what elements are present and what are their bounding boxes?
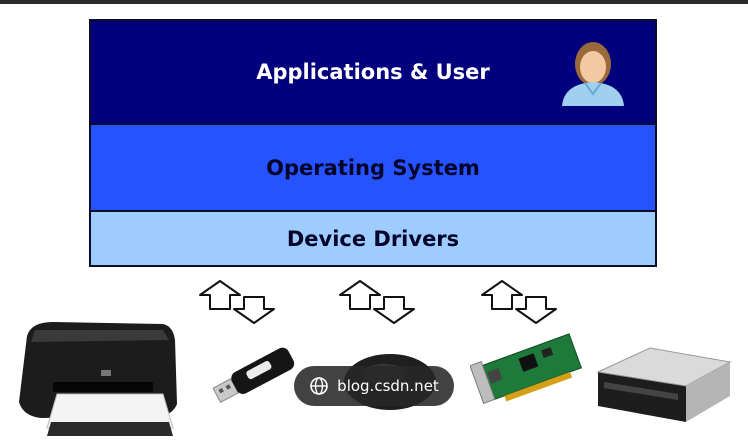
- applications-layer-label: Applications & User: [256, 60, 490, 84]
- watermark-badge: blog.csdn.net: [294, 366, 454, 406]
- up-down-arrows-icon: [481, 280, 557, 324]
- dvd-drive-icon: [596, 347, 732, 422]
- up-down-arrows-icon: [199, 280, 275, 324]
- watermark-text: blog.csdn.net: [337, 377, 439, 395]
- applications-layer: Applications & User: [89, 19, 657, 125]
- up-down-arrows-icon: [339, 280, 415, 324]
- device-drivers-layer-label: Device Drivers: [286, 226, 460, 251]
- printer-icon: [19, 322, 177, 436]
- user-icon: [562, 42, 624, 106]
- usb-drive-icon: [212, 347, 295, 403]
- device-drivers-layer: Device Drivers: [89, 210, 657, 267]
- globe-icon: [310, 377, 328, 395]
- network-card-icon: [470, 333, 583, 404]
- operating-system-layer-label: Operating System: [266, 155, 480, 180]
- operating-system-layer: Operating System: [89, 123, 657, 212]
- top-border: [0, 0, 748, 4]
